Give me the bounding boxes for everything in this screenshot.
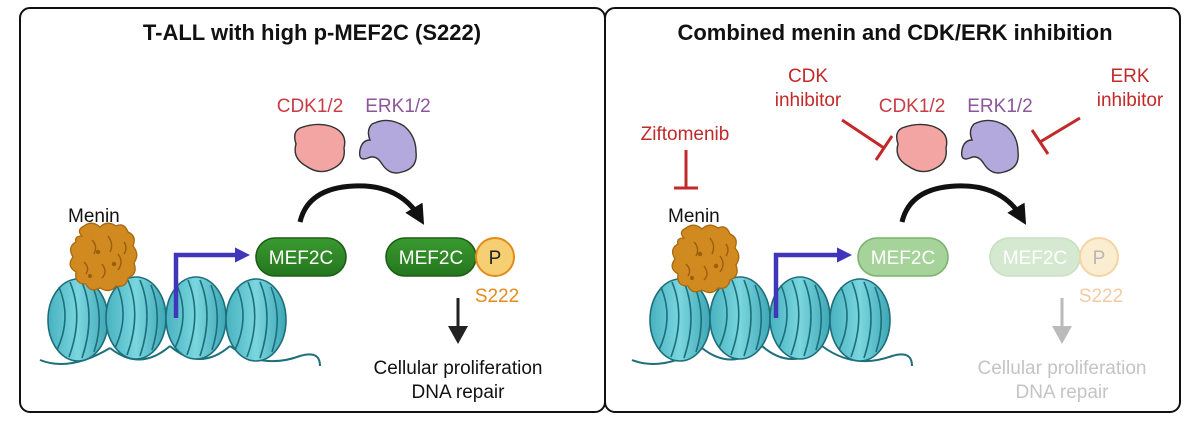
menin-protein-right	[671, 224, 740, 294]
cdk-inhibitor-line1: CDK	[788, 66, 828, 87]
transcription-arrow-right	[773, 247, 853, 318]
right-panel-title: Combined menin and CDK/ERK inhibition	[677, 20, 1112, 45]
cdk-inhibitor-line2: inhibitor	[775, 90, 842, 111]
erk-label-right: ERK1/2	[967, 96, 1032, 117]
cdk-protein-right	[895, 123, 948, 173]
phospho-group-left	[475, 237, 515, 277]
mef2c-label-left: MEF2C	[269, 248, 333, 269]
phosphorylation-arrow-left	[297, 183, 425, 225]
erk-label-left: ERK1/2	[365, 96, 430, 117]
menin-protein-left	[69, 222, 138, 292]
erk-inhibitor-line2: inhibitor	[1097, 90, 1164, 111]
mef2c-phospho-node-right: MEF2C P	[989, 237, 1119, 277]
right-panel: Combined menin and CDK/ERK inhibition Zi…	[604, 7, 1181, 413]
outcome-arrow-head-right	[1052, 326, 1072, 344]
menin-label-left: Menin	[68, 206, 120, 227]
erk-inhibitor-line1: ERK	[1110, 66, 1149, 87]
mef2c-node-right: MEF2C	[857, 237, 949, 277]
mef2c-label-right: MEF2C	[871, 248, 935, 269]
phosphorylation-arrow-right	[899, 183, 1027, 225]
erk-protein-left	[358, 119, 417, 174]
ziftomenib-label: Ziftomenib	[641, 124, 730, 145]
nucleosome-r4	[829, 278, 891, 362]
nucleosome-r3	[769, 276, 831, 360]
cdk-inhibit-line	[841, 118, 894, 161]
nucleosome-4	[225, 278, 287, 362]
nucleosome-1	[47, 278, 109, 362]
phospho-label-left: P	[489, 248, 502, 269]
mef2c-p-label-right: MEF2C	[1003, 248, 1067, 269]
cdk-protein-left	[293, 123, 346, 173]
mef2c-p-label-left: MEF2C	[399, 248, 463, 269]
menin-label-right: Menin	[668, 206, 720, 227]
cdk-label-right: CDK1/2	[879, 96, 946, 117]
site-label-left: S222	[475, 286, 519, 307]
mef2c-phospho-node-left: MEF2C P	[385, 237, 515, 277]
nucleosome-r2	[709, 276, 771, 360]
right-panel-frame	[604, 7, 1181, 413]
cdk-label-left: CDK1/2	[277, 96, 344, 117]
dna-strand-right	[631, 345, 913, 367]
outcome-line2-right: DNA repair	[1016, 382, 1110, 403]
phospho-label-right: P	[1093, 248, 1106, 269]
erk-inhibit-line	[1030, 116, 1081, 155]
outcome-line2-left: DNA repair	[412, 382, 506, 403]
ziftomenib-inhibit-line	[674, 150, 698, 190]
nucleosome-r1	[649, 278, 711, 362]
erk-protein-right	[960, 119, 1019, 174]
outcome-line1-right: Cellular proliferation	[978, 358, 1147, 379]
nucleosome-2	[105, 276, 167, 360]
phospho-group-right	[1079, 237, 1119, 277]
transcription-arrow-left	[173, 247, 251, 318]
site-label-right: S222	[1079, 286, 1123, 307]
mef2c-node-left: MEF2C	[255, 237, 347, 277]
left-panel: T-ALL with high p-MEF2C (S222) Menin MEF…	[19, 7, 606, 413]
outcome-arrow-head-left	[448, 326, 468, 344]
left-panel-title: T-ALL with high p-MEF2C (S222)	[143, 20, 481, 45]
outcome-line1-left: Cellular proliferation	[374, 358, 543, 379]
